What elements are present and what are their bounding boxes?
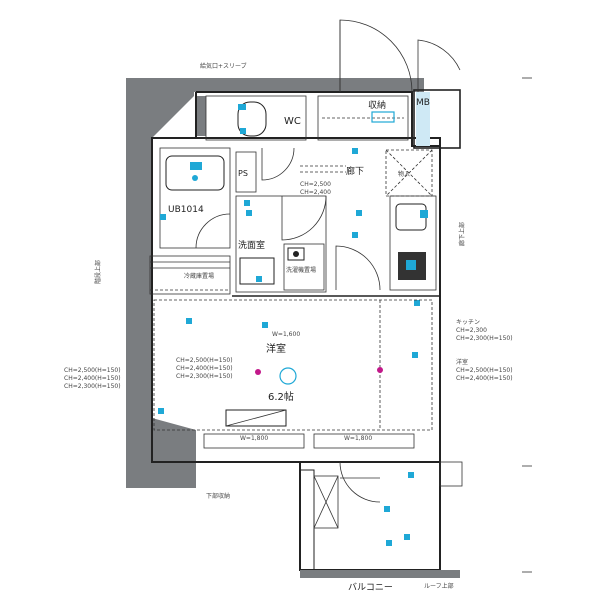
right-mid-note: 廊下上部 xyxy=(458,222,466,246)
svg-text:CH=2,400(H=150): CH=2,400(H=150) xyxy=(456,375,513,382)
living-room-ceiling-outline xyxy=(153,299,433,431)
living-room-size: 6.2帖 xyxy=(268,390,294,403)
wc-side-wall xyxy=(196,96,206,136)
window-sash-left xyxy=(203,433,305,449)
ub-label: UB1014 xyxy=(168,205,204,215)
closet-label: 物入 xyxy=(398,170,410,178)
window-sash-right xyxy=(313,433,415,449)
svg-text:CH=2,300(H=150): CH=2,300(H=150) xyxy=(176,373,233,380)
svg-text:洋室: 洋室 xyxy=(456,358,468,366)
svg-text:CH=2,500(H=150): CH=2,500(H=150) xyxy=(176,357,233,364)
shoebox-unit xyxy=(313,475,339,529)
svg-text:CH=2,300: CH=2,300 xyxy=(456,327,487,334)
ps-label: PS xyxy=(238,169,248,178)
wc-label: WC xyxy=(284,116,301,127)
kitchen-counter xyxy=(389,195,437,291)
laundry-area xyxy=(283,243,325,291)
fridge-label: 冷蔵庫置場 xyxy=(184,272,214,280)
svg-text:CH=2,500(H=150): CH=2,500(H=150) xyxy=(456,367,513,374)
living-room-label: 洋室 xyxy=(266,342,286,355)
unit-bath xyxy=(159,147,231,249)
laundry-label: 洗濯機置場 xyxy=(286,266,316,274)
north-wall-segment xyxy=(194,78,424,92)
washroom-label: 洗面室 xyxy=(238,239,265,251)
svg-text:W=1,800: W=1,800 xyxy=(344,435,372,442)
svg-text:CH=2,500(H=150): CH=2,500(H=150) xyxy=(64,367,121,374)
west-exterior-wall xyxy=(126,78,196,488)
svg-text:CH=2,300(H=150): CH=2,300(H=150) xyxy=(456,335,513,342)
storage-room xyxy=(317,95,409,141)
mb-box xyxy=(413,89,461,149)
svg-text:CH=2,400(H=150): CH=2,400(H=150) xyxy=(176,365,233,372)
storage-label: 収納 xyxy=(368,99,386,111)
washroom xyxy=(235,195,327,293)
entrance-door-swing xyxy=(339,19,413,93)
top-rail-note: 給気口+スリーブ xyxy=(200,62,247,70)
mb-label: MB xyxy=(416,98,430,108)
ps-shaft xyxy=(235,151,257,193)
desk-unit xyxy=(225,409,287,427)
left-mid-note: 階段上部 xyxy=(94,260,102,284)
svg-text:CH=2,300(H=150): CH=2,300(H=150) xyxy=(64,383,121,390)
svg-text:W=1,600: W=1,600 xyxy=(272,331,300,338)
svg-text:CH=2,400: CH=2,400 xyxy=(300,189,331,196)
balcony-slab xyxy=(300,570,460,578)
wc-room xyxy=(205,95,307,141)
svg-text:CH=2,400(H=150): CH=2,400(H=150) xyxy=(64,375,121,382)
hallway-label: 廊下 xyxy=(346,165,364,177)
svg-text:CH=2,500: CH=2,500 xyxy=(300,181,331,188)
unit-outline xyxy=(151,137,441,463)
svg-text:キッチン: キッチン xyxy=(456,319,480,326)
bottom-left-note: 下部収納 xyxy=(206,492,230,500)
svg-text:W=1,800: W=1,800 xyxy=(240,435,268,442)
entrance-door-leaf-2 xyxy=(417,39,461,92)
bottom-right-note: ルーフ上部 xyxy=(424,582,454,590)
balcony-label: バルコニー xyxy=(348,582,393,593)
fridge-area xyxy=(149,255,231,295)
